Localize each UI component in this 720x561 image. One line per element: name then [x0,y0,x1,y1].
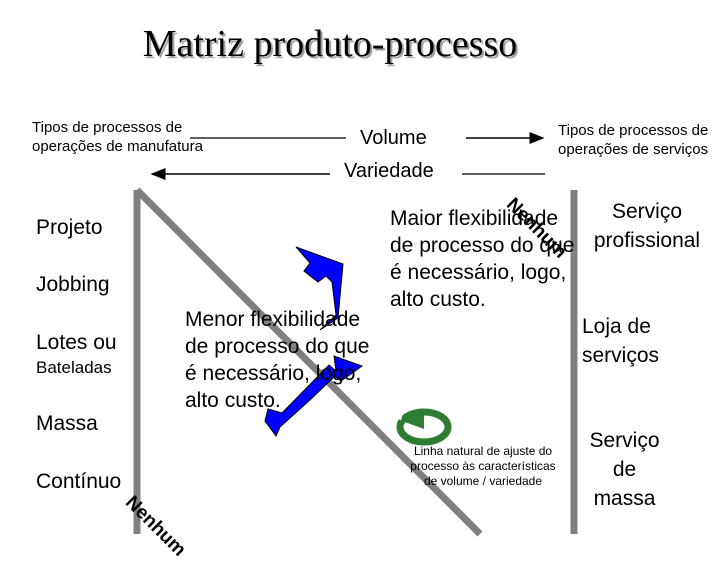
process-continuo: Contínuo [36,470,122,493]
natural-line-ellipse [396,408,452,446]
upper-flexibility-text: Maior flexibilidade de processo do que é… [390,207,575,311]
volume-label: Volume [360,127,427,149]
service-profissional: Serviço profissional [593,200,701,252]
process-jobbing: Jobbing [36,273,110,296]
lower-region-arrow [264,355,364,437]
service-loja: Loja de serviços [582,315,660,367]
natural-line-ellipse-arrowhead [402,413,424,429]
manufacturing-types-label: Tipos de processos de operações de manuf… [32,119,203,155]
upper-region-arrow [295,246,344,331]
variety-label: Variedade [344,160,434,182]
natural-fit-diagonal [134,187,483,537]
natural-line-caption: Linha natural de ajuste do processo às c… [410,444,556,488]
process-lotes: Lotes ou [36,331,117,354]
diagram-graphics [133,132,578,537]
process-bateladas: Bateladas [36,358,112,377]
service-massa: Serviço de massa [589,429,660,510]
natural-line-pointer [399,406,405,421]
service-types-label: Tipos de processos de operações de servi… [558,122,709,158]
page-title: Matriz produto-processo [142,23,518,65]
process-projeto: Projeto [36,216,103,239]
lower-flexibility-text: Menor flexibilidade de processo do que é… [185,308,370,412]
process-massa: Massa [36,412,98,435]
